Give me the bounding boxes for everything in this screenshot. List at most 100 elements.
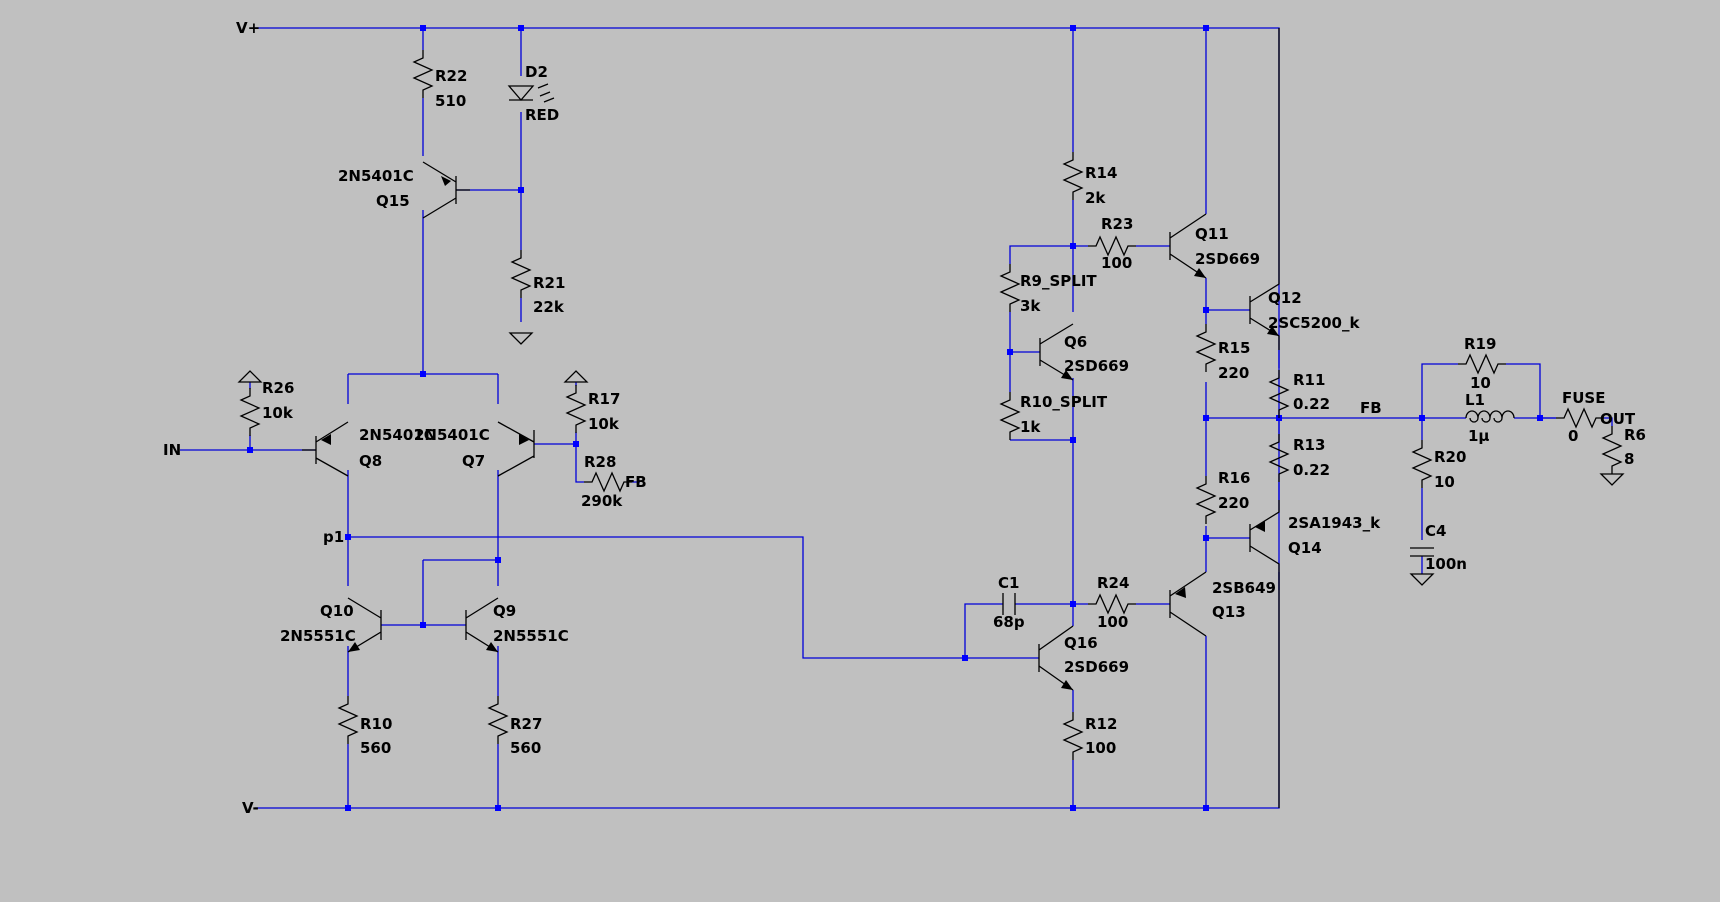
r19-label: R19 <box>1464 335 1496 353</box>
q6-label: Q6 <box>1064 333 1087 351</box>
q8-transistor <box>302 421 349 477</box>
q6-transistor <box>1039 323 1074 381</box>
q11-transistor <box>1169 213 1207 279</box>
l1-value: 1µ <box>1468 427 1489 445</box>
q13-model: 2SB649 <box>1212 579 1276 597</box>
r27-value: 560 <box>510 739 541 757</box>
r9-split-value: 3k <box>1020 297 1041 315</box>
fuse-symbol <box>1555 408 1605 428</box>
q11-model: 2SD669 <box>1195 250 1260 268</box>
r26-symbol <box>240 387 260 437</box>
c1-symbol <box>1002 593 1016 615</box>
q15-transistor <box>422 161 470 219</box>
q7-label: Q7 <box>462 452 485 470</box>
q16-label: Q16 <box>1064 634 1098 652</box>
d2-label: D2 <box>525 63 548 81</box>
supply-arrow-icon <box>564 370 588 383</box>
r21-value: 22k <box>533 298 565 316</box>
q13-transistor <box>1169 571 1207 637</box>
ground-icon <box>509 332 533 345</box>
r10-split-value: 1k <box>1020 418 1041 436</box>
q14-label: Q14 <box>1288 539 1322 557</box>
net-label-fb: FB <box>625 473 647 491</box>
r22-symbol <box>413 49 433 99</box>
r20-value: 10 <box>1434 473 1455 491</box>
q12-label: Q12 <box>1268 289 1302 307</box>
q16-model: 2SD669 <box>1064 658 1129 676</box>
r11-symbol <box>1269 369 1289 419</box>
l1-symbol <box>1465 410 1515 423</box>
r24-symbol <box>1087 594 1137 614</box>
r23-symbol <box>1087 236 1137 256</box>
l1-label: L1 <box>1465 391 1485 409</box>
r6-symbol <box>1602 425 1622 475</box>
r16-label: R16 <box>1218 469 1250 487</box>
r14-label: R14 <box>1085 164 1117 182</box>
r10-label: R10 <box>360 715 392 733</box>
r17-value: 10k <box>588 415 620 433</box>
q9-label: Q9 <box>493 602 516 620</box>
r23-label: R23 <box>1101 215 1133 233</box>
junctions <box>247 25 1543 811</box>
r20-label: R20 <box>1434 448 1466 466</box>
r13-value: 0.22 <box>1293 461 1330 479</box>
r14-symbol <box>1063 151 1083 201</box>
q13-label: Q13 <box>1212 603 1246 621</box>
c1-value: 68p <box>993 613 1025 631</box>
r24-label: R24 <box>1097 574 1129 592</box>
net-label-out: OUT <box>1600 410 1636 428</box>
r17-label: R17 <box>588 390 620 408</box>
net-label-vminus: V- <box>242 799 259 817</box>
q6-model: 2SD669 <box>1064 357 1129 375</box>
c4-label: C4 <box>1425 522 1446 540</box>
q12-transistor <box>1249 28 1280 350</box>
r23-value: 100 <box>1101 254 1132 272</box>
q10-label: Q10 <box>320 602 354 620</box>
r28-value: 290k <box>581 492 623 510</box>
fuse-label: FUSE <box>1562 389 1605 407</box>
r10-split-label: R10_SPLIT <box>1020 393 1108 411</box>
ground-icon <box>1600 473 1624 486</box>
c4-value: 100n <box>1425 555 1467 573</box>
r15-symbol <box>1196 323 1216 373</box>
r14-value: 2k <box>1085 189 1106 207</box>
r24-value: 100 <box>1097 613 1128 631</box>
q7-transistor <box>497 421 535 477</box>
fuse-value: 0 <box>1568 427 1578 445</box>
q8-label: Q8 <box>359 452 382 470</box>
r26-value: 10k <box>262 404 294 422</box>
q14-transistor <box>1249 500 1280 808</box>
ground-icon <box>1410 573 1434 586</box>
d2-value: RED <box>525 106 559 124</box>
r19-symbol <box>1457 354 1507 374</box>
wires <box>180 27 1613 809</box>
r13-label: R13 <box>1293 436 1325 454</box>
net-label-vplus: V+ <box>236 19 260 37</box>
r11-value: 0.22 <box>1293 395 1330 413</box>
supply-arrow-icon <box>238 370 262 383</box>
r16-value: 220 <box>1218 494 1249 512</box>
r12-value: 100 <box>1085 739 1116 757</box>
q14-model: 2SA1943_k <box>1288 514 1381 532</box>
r27-label: R27 <box>510 715 542 733</box>
net-label-in: IN <box>163 441 181 459</box>
r21-symbol <box>511 249 531 299</box>
q15-label: Q15 <box>376 192 410 210</box>
r26-label: R26 <box>262 379 294 397</box>
q10-transistor <box>347 597 382 653</box>
r12-label: R12 <box>1085 715 1117 733</box>
r12-symbol <box>1063 711 1083 761</box>
q11-label: Q11 <box>1195 225 1229 243</box>
labels: V+ V- IN FB FB p1 OUT R22 510 R21 22k R2… <box>163 19 1646 817</box>
r22-value: 510 <box>435 92 466 110</box>
r21-label: R21 <box>533 274 565 292</box>
r9-split-label: R9_SPLIT <box>1020 272 1097 290</box>
r10-symbol <box>338 695 358 745</box>
r27-symbol <box>488 695 508 745</box>
q9-transistor <box>465 597 499 653</box>
d2-led-symbol <box>507 83 555 103</box>
net-label-p1: p1 <box>323 528 344 546</box>
r28-label: R28 <box>584 453 616 471</box>
r6-label: R6 <box>1624 426 1646 444</box>
r19-value: 10 <box>1470 374 1491 392</box>
